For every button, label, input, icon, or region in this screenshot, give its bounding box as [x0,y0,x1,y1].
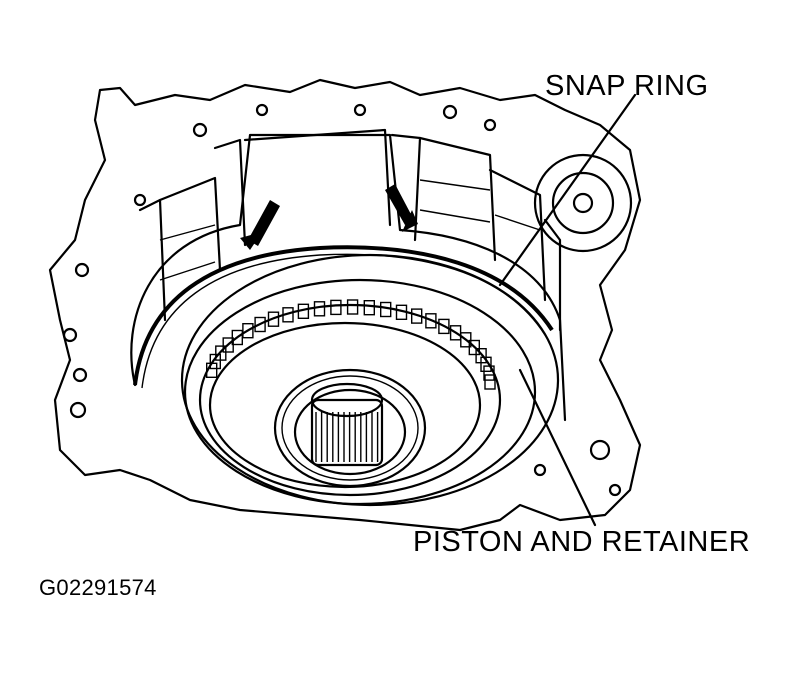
return-springs [205,299,496,390]
snap-ring-arrows [240,184,418,250]
return-spring [313,301,326,317]
return-spring [242,323,254,339]
return-spring [380,301,392,318]
piston-and-retainer [180,253,560,507]
clutch-drum-segments [138,128,562,332]
return-spring [267,311,280,327]
return-spring [395,304,408,320]
return-spring [330,299,342,316]
drum-outer-rim [130,133,567,422]
return-spring [468,339,480,356]
return-spring [480,356,492,372]
inner-hub [273,368,427,488]
snap-ring [133,245,554,386]
return-spring [460,332,472,348]
snap-ring-label: SNAP RING [545,70,709,102]
piston-and-retainer-label: PISTON AND RETAINER [413,526,751,558]
return-spring [254,316,266,333]
return-spring [297,303,310,319]
return-spring [425,313,437,329]
case-boss [533,153,633,253]
return-spring [205,362,218,378]
return-spring [483,365,495,381]
figure-code: G02291574 [39,575,157,600]
return-spring [282,307,294,323]
return-spring [484,374,496,390]
return-spring [346,299,359,315]
return-spring [438,318,450,335]
return-spring [215,345,227,361]
snap-ring-leader [498,93,637,287]
transmission-case-outline [48,78,642,532]
case-bolt-holes [62,103,622,497]
piston-leader [518,368,597,527]
return-spring [411,308,423,324]
return-spring [363,300,375,316]
hub-splines [315,412,379,462]
